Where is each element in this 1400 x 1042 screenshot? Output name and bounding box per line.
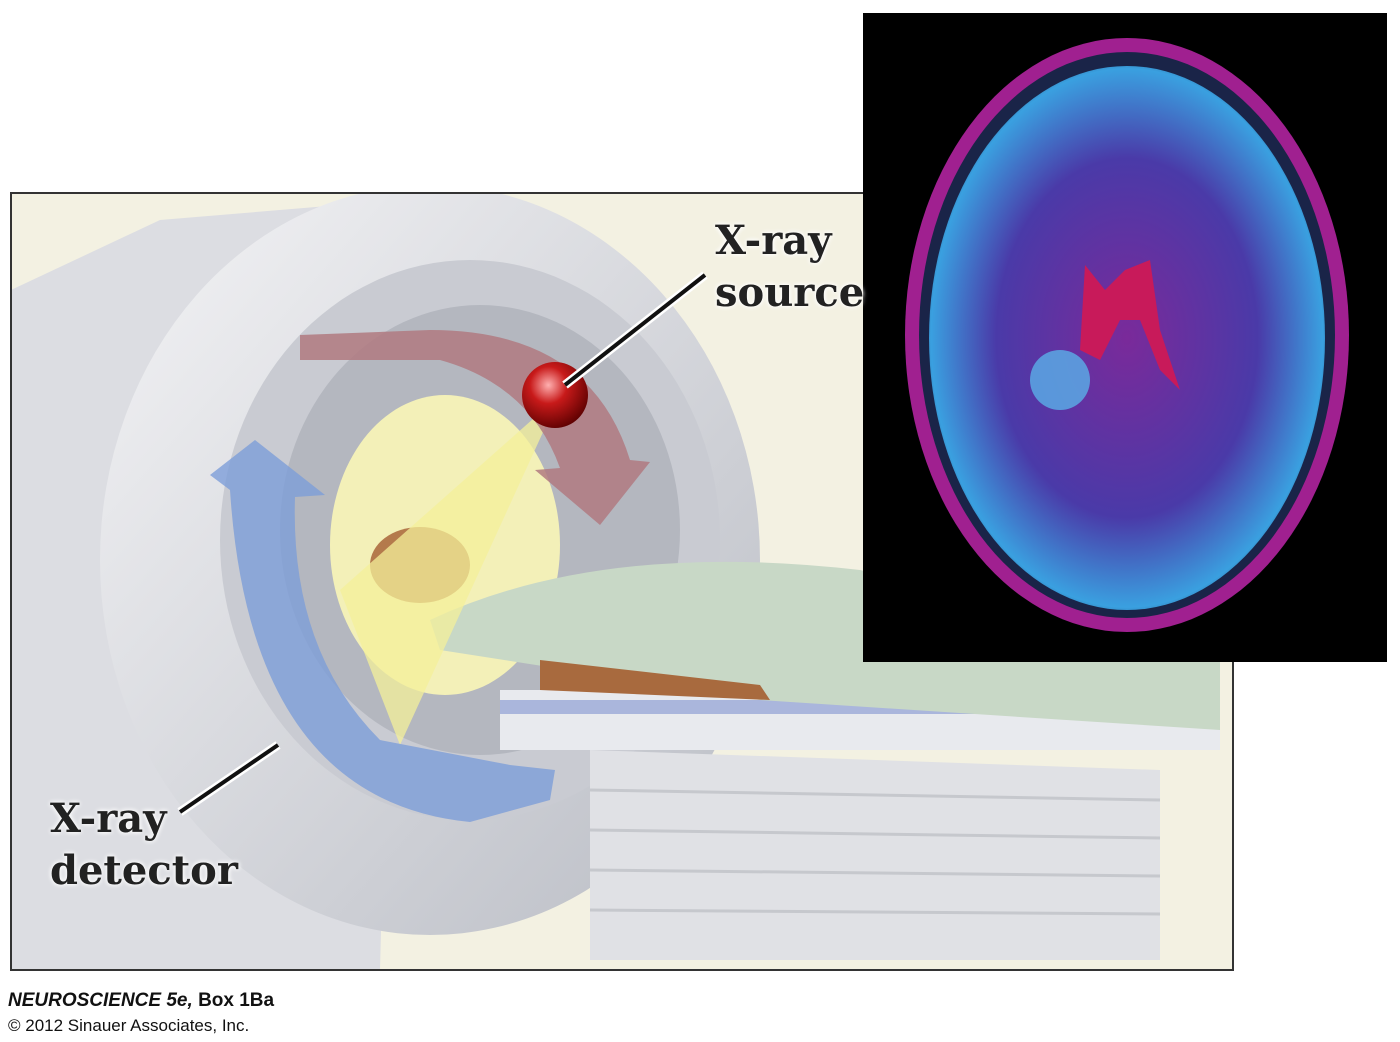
figure-caption: NEUROSCIENCE 5e, Box 1Ba: [8, 990, 274, 1012]
detector-leader-line: [178, 743, 280, 814]
detector-rotation-arrow: [210, 440, 555, 822]
patient-arm: [540, 660, 770, 700]
ct-brain-image: [863, 13, 1387, 662]
patient-gown: [430, 561, 1220, 730]
label-line: X-ray: [715, 217, 832, 264]
ventricles: [1080, 260, 1180, 390]
figure-number: Box 1Ba: [198, 990, 275, 1011]
xray-detector-label: X-ray detector: [50, 793, 238, 897]
xray-beam: [340, 395, 560, 745]
label-line: X-ray: [50, 795, 167, 842]
label-line: source: [715, 269, 865, 316]
table-base: [590, 750, 1160, 960]
book-title: NEUROSCIENCE 5e,: [8, 990, 193, 1011]
source-leader-line: [563, 273, 707, 387]
copyright: © 2012 Sinauer Associates, Inc.: [8, 1016, 250, 1035]
label-line: detector: [50, 847, 238, 894]
xray-source-label: X-ray source: [715, 215, 864, 319]
